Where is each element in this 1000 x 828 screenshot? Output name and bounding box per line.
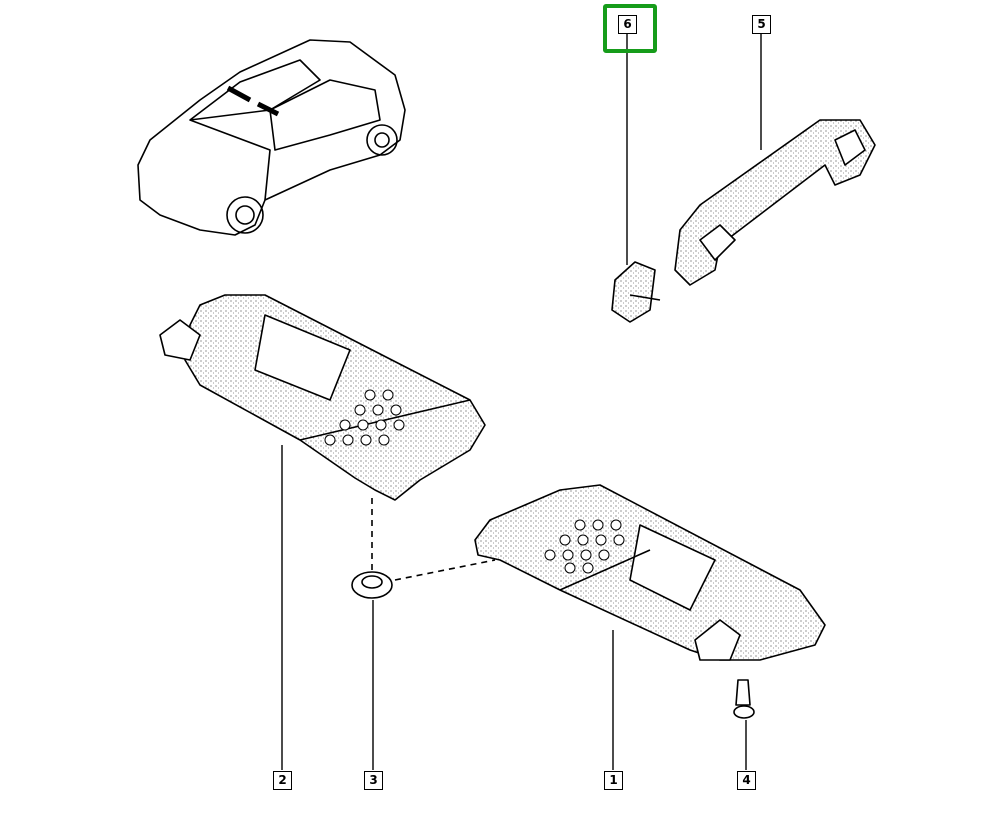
label-3[interactable]: 3 [364,771,383,790]
sun-visor-right [474,484,826,661]
grab-handle [674,119,876,286]
label-4[interactable]: 4 [737,771,756,790]
label-5[interactable]: 5 [752,15,771,34]
highlight-box [603,4,657,53]
leader-lines [281,34,762,770]
label-2[interactable]: 2 [273,771,292,790]
car-illustration [137,39,406,236]
screw [733,679,755,719]
cover-cap [611,261,661,323]
visor-clip [351,571,393,599]
label-1[interactable]: 1 [604,771,623,790]
label-6[interactable]: 6 [618,15,637,34]
sun-visor-left [159,294,486,501]
dashed-line [394,559,496,581]
